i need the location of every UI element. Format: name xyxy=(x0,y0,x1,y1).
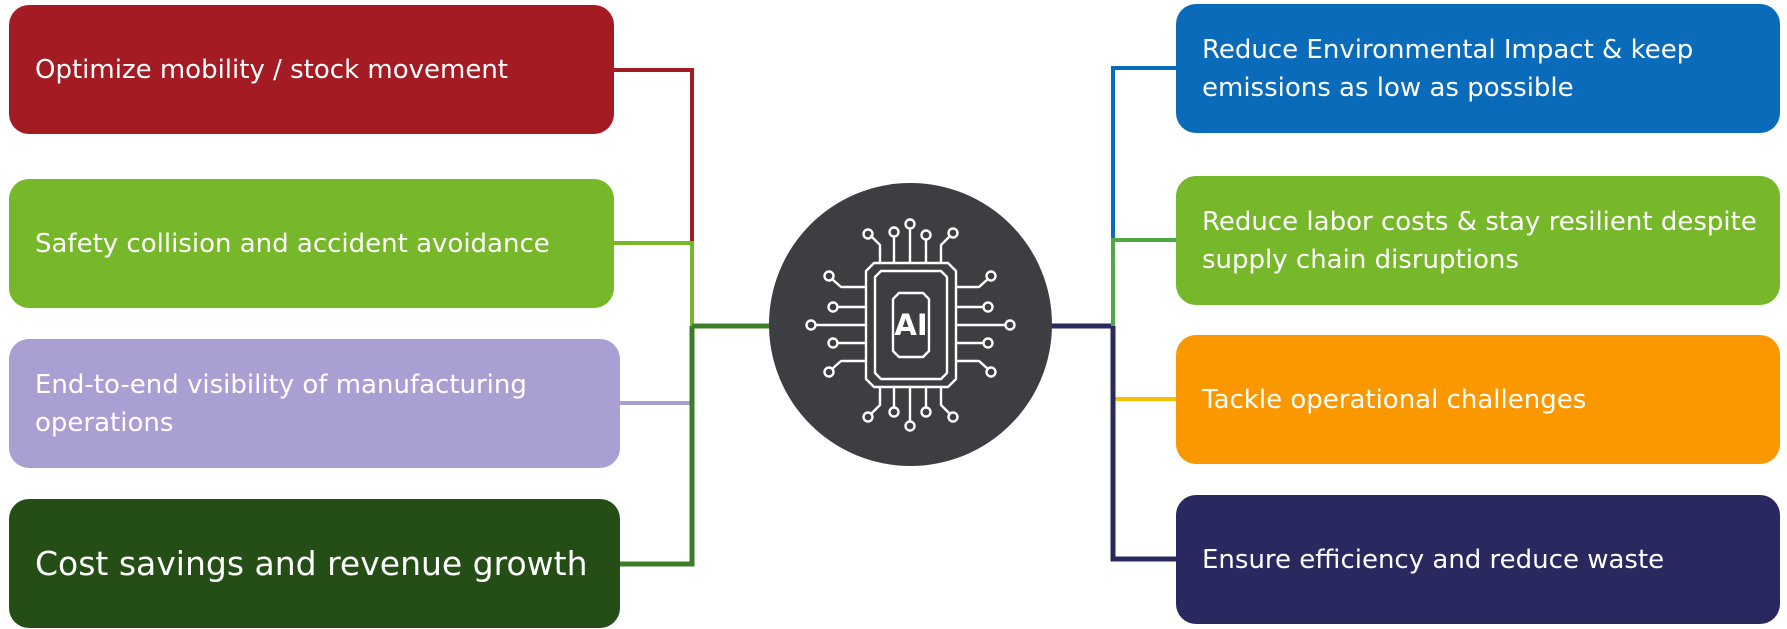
connector-mobility xyxy=(614,68,694,243)
connector-right-trunk xyxy=(1110,326,1176,562)
box-efficiency-label: Ensure efficiency and reduce waste xyxy=(1202,544,1665,575)
connector-left-trunk xyxy=(620,326,695,567)
box-efficiency: Ensure efficiency and reduce waste xyxy=(1176,495,1780,624)
box-safety: Safety collision and accident avoidance xyxy=(9,179,614,308)
box-safety-label: Safety collision and accident avoidance xyxy=(35,228,550,259)
box-operational-label: Tackle operational challenges xyxy=(1202,384,1587,415)
box-labor-label: Reduce labor costs & stay resilient desp… xyxy=(1202,206,1757,275)
box-environment: Reduce Environmental Impact & keep emiss… xyxy=(1176,4,1780,133)
box-visibility: End-to-end visibility of manufacturing o… xyxy=(9,339,620,468)
connector-labor xyxy=(1111,238,1176,326)
box-cost: Cost savings and revenue growth xyxy=(9,499,620,628)
box-mobility-label: Optimize mobility / stock movement xyxy=(35,54,509,85)
box-mobility: Optimize mobility / stock movement xyxy=(9,5,614,134)
ai-chip-icon: AI xyxy=(805,218,1016,432)
connector-safety xyxy=(614,241,694,326)
box-visibility-label: End-to-end visibility of manufacturing o… xyxy=(35,369,527,438)
box-cost-label: Cost savings and revenue growth xyxy=(35,543,588,583)
ai-hub: AI xyxy=(769,183,1052,466)
box-environment-label: Reduce Environmental Impact & keep emiss… xyxy=(1202,34,1694,103)
connector-environment xyxy=(1111,66,1176,240)
box-labor: Reduce labor costs & stay resilient desp… xyxy=(1176,176,1780,305)
box-operational: Tackle operational challenges xyxy=(1176,335,1780,464)
ai-label: AI xyxy=(894,308,927,342)
